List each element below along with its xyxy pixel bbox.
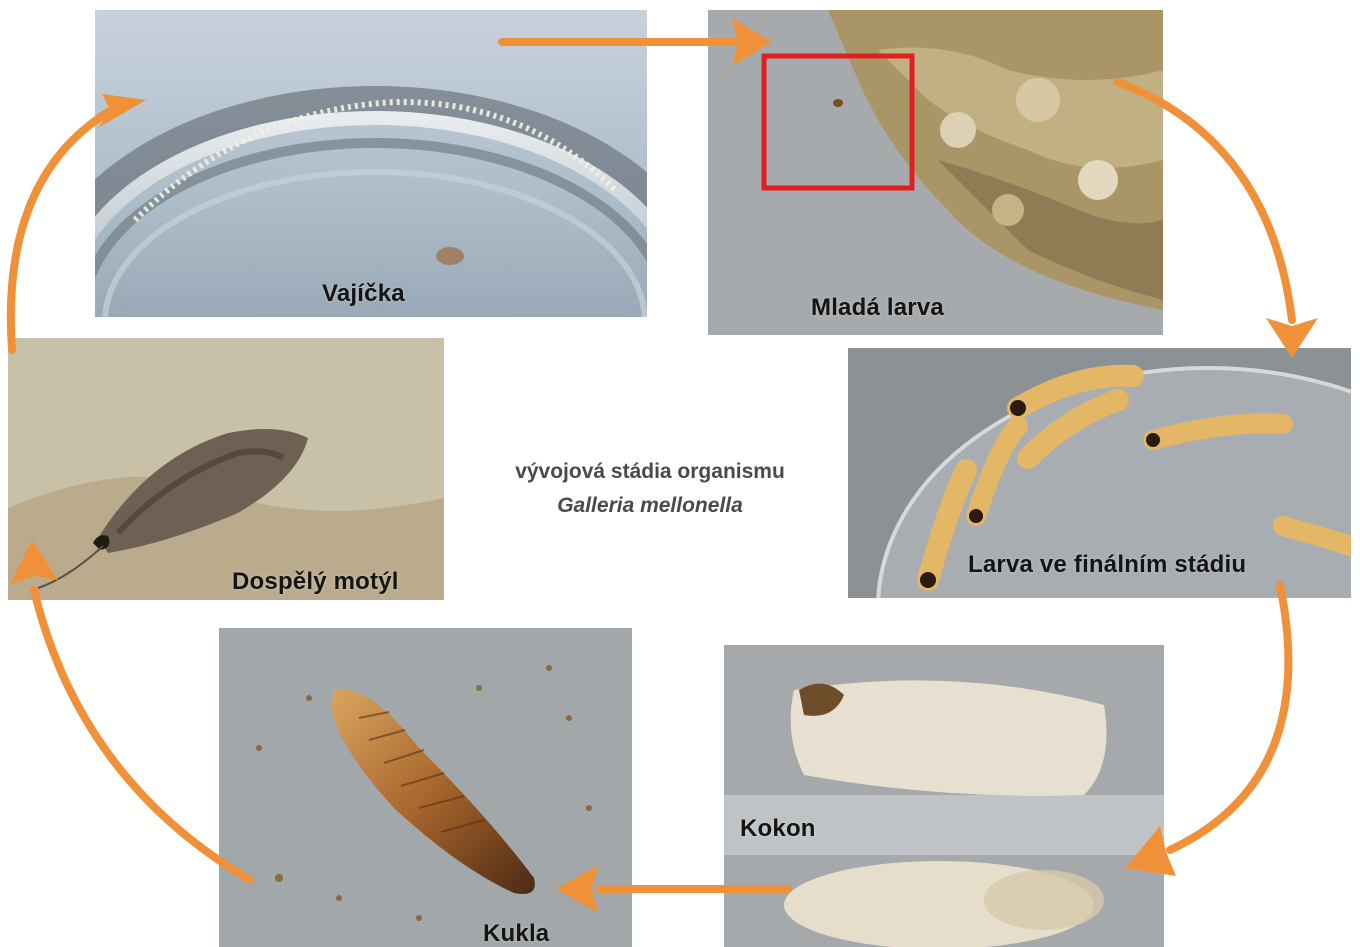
label-pupa: Kukla [483,920,549,947]
photo-cocoon: Kokon [724,645,1164,947]
label-cocoon: Kokon [740,815,816,843]
label-adult: Dospělý motýl [232,568,399,596]
caption-species: Galleria mellonella [460,489,840,523]
pupa-image [219,628,632,947]
photo-eggs: Vajíčka [95,10,647,317]
label-eggs: Vajíčka [322,280,405,308]
diagram-caption: vývojová stádia organismu Galleria mello… [460,455,840,523]
caption-line-1: vývojová stádia organismu [515,460,785,483]
photo-adult: Dospělý motýl [8,338,444,600]
photo-pupa: Kukla [219,628,632,947]
eggs-jar-image [95,10,647,317]
arrow-final-larva-to-cocoon [1170,585,1288,850]
cocoon-image [724,645,1164,947]
photo-young-larva: Mladá larva [708,10,1163,335]
photo-final-larva: Larva ve finálním stádiu [848,348,1351,598]
label-young-larva: Mladá larva [811,294,944,322]
arrow-adult-to-eggs [11,112,108,350]
arrow-pupa-to-adult [34,590,250,880]
young-larva-image [708,10,1163,335]
label-final-larva: Larva ve finálním stádiu [968,551,1246,579]
adult-moth-image [8,338,444,600]
